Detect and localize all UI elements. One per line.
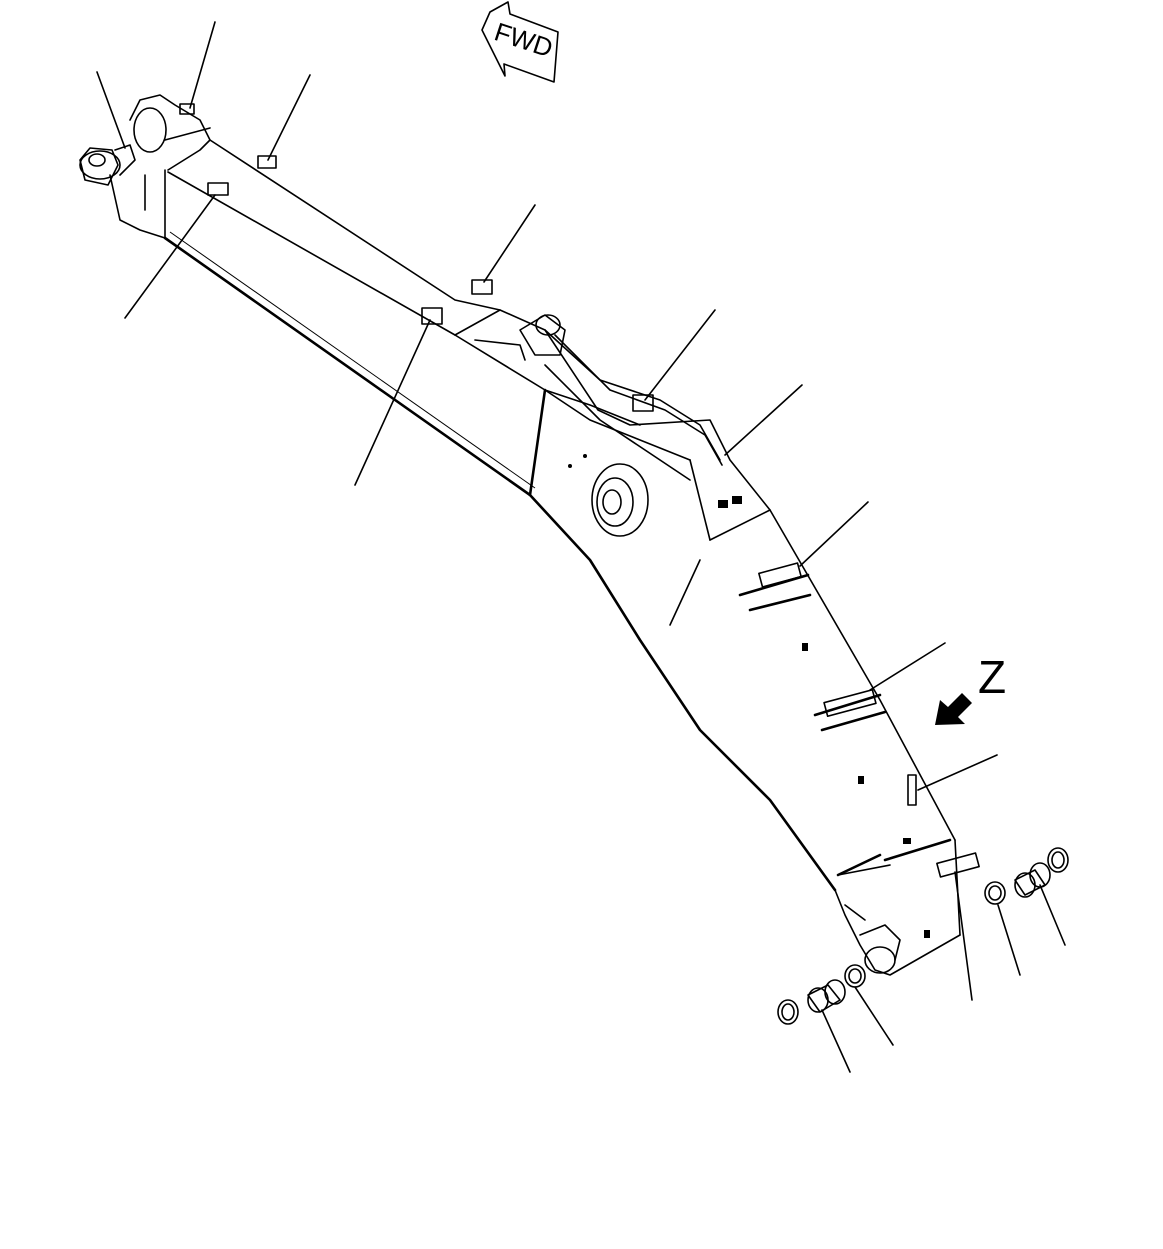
view-letter: Z [978, 651, 1006, 703]
boom-structure [79, 94, 961, 976]
hose-clamps [179, 103, 980, 878]
view-arrow-icon [935, 693, 972, 725]
leader-lines [96, 21, 1066, 1073]
tip-pins-and-bushings [777, 847, 1069, 1025]
surface-markings [568, 454, 930, 938]
fwd-direction-arrow: FWD [481, 1, 559, 83]
view-z-indicator: Z [935, 651, 1006, 725]
